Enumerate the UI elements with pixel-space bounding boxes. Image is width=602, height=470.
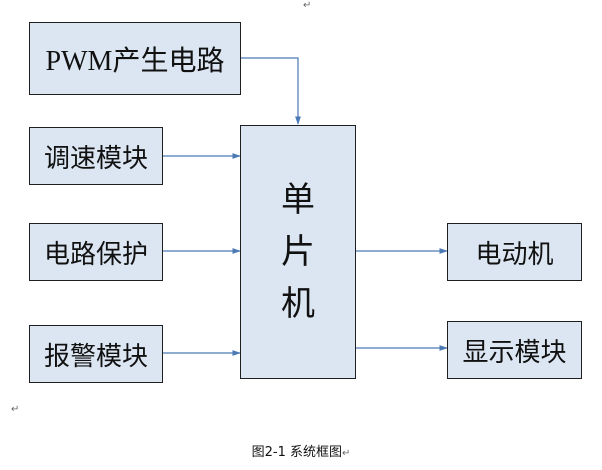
display-block: 显示模块 (447, 321, 582, 379)
figure-caption-text: 图2-1 系统框图 (251, 445, 342, 460)
circuit-protection-label: 电路保护 (43, 239, 148, 270)
microcontroller-block: 单 片 机 (240, 125, 356, 379)
alarm-block: 报警模块 (29, 325, 163, 383)
figure-caption: 图2-1 系统框图↵ (0, 441, 602, 460)
pwm-generator-label: PWM产生电路 (45, 45, 225, 77)
paragraph-mark-left: ↵ (11, 404, 20, 415)
alarm-label: 报警模块 (43, 341, 148, 372)
motor-label: 电动机 (475, 239, 554, 270)
paragraph-mark-top: ↵ (303, 0, 312, 11)
pwm-generator-block: PWM产生电路 (29, 22, 241, 95)
paragraph-mark-caption: ↵ (341, 448, 351, 459)
motor-block: 电动机 (447, 223, 582, 281)
circuit-protection-block: 电路保护 (29, 223, 163, 281)
microcontroller-char-1: 单 (281, 180, 315, 220)
display-label: 显示模块 (462, 337, 567, 368)
arrow-pwm-to-controller (240, 57, 301, 125)
microcontroller-char-2: 片 (281, 232, 315, 272)
speed-control-block: 调速模块 (29, 127, 163, 185)
speed-control-label: 调速模块 (43, 143, 148, 174)
microcontroller-char-3: 机 (281, 284, 315, 324)
